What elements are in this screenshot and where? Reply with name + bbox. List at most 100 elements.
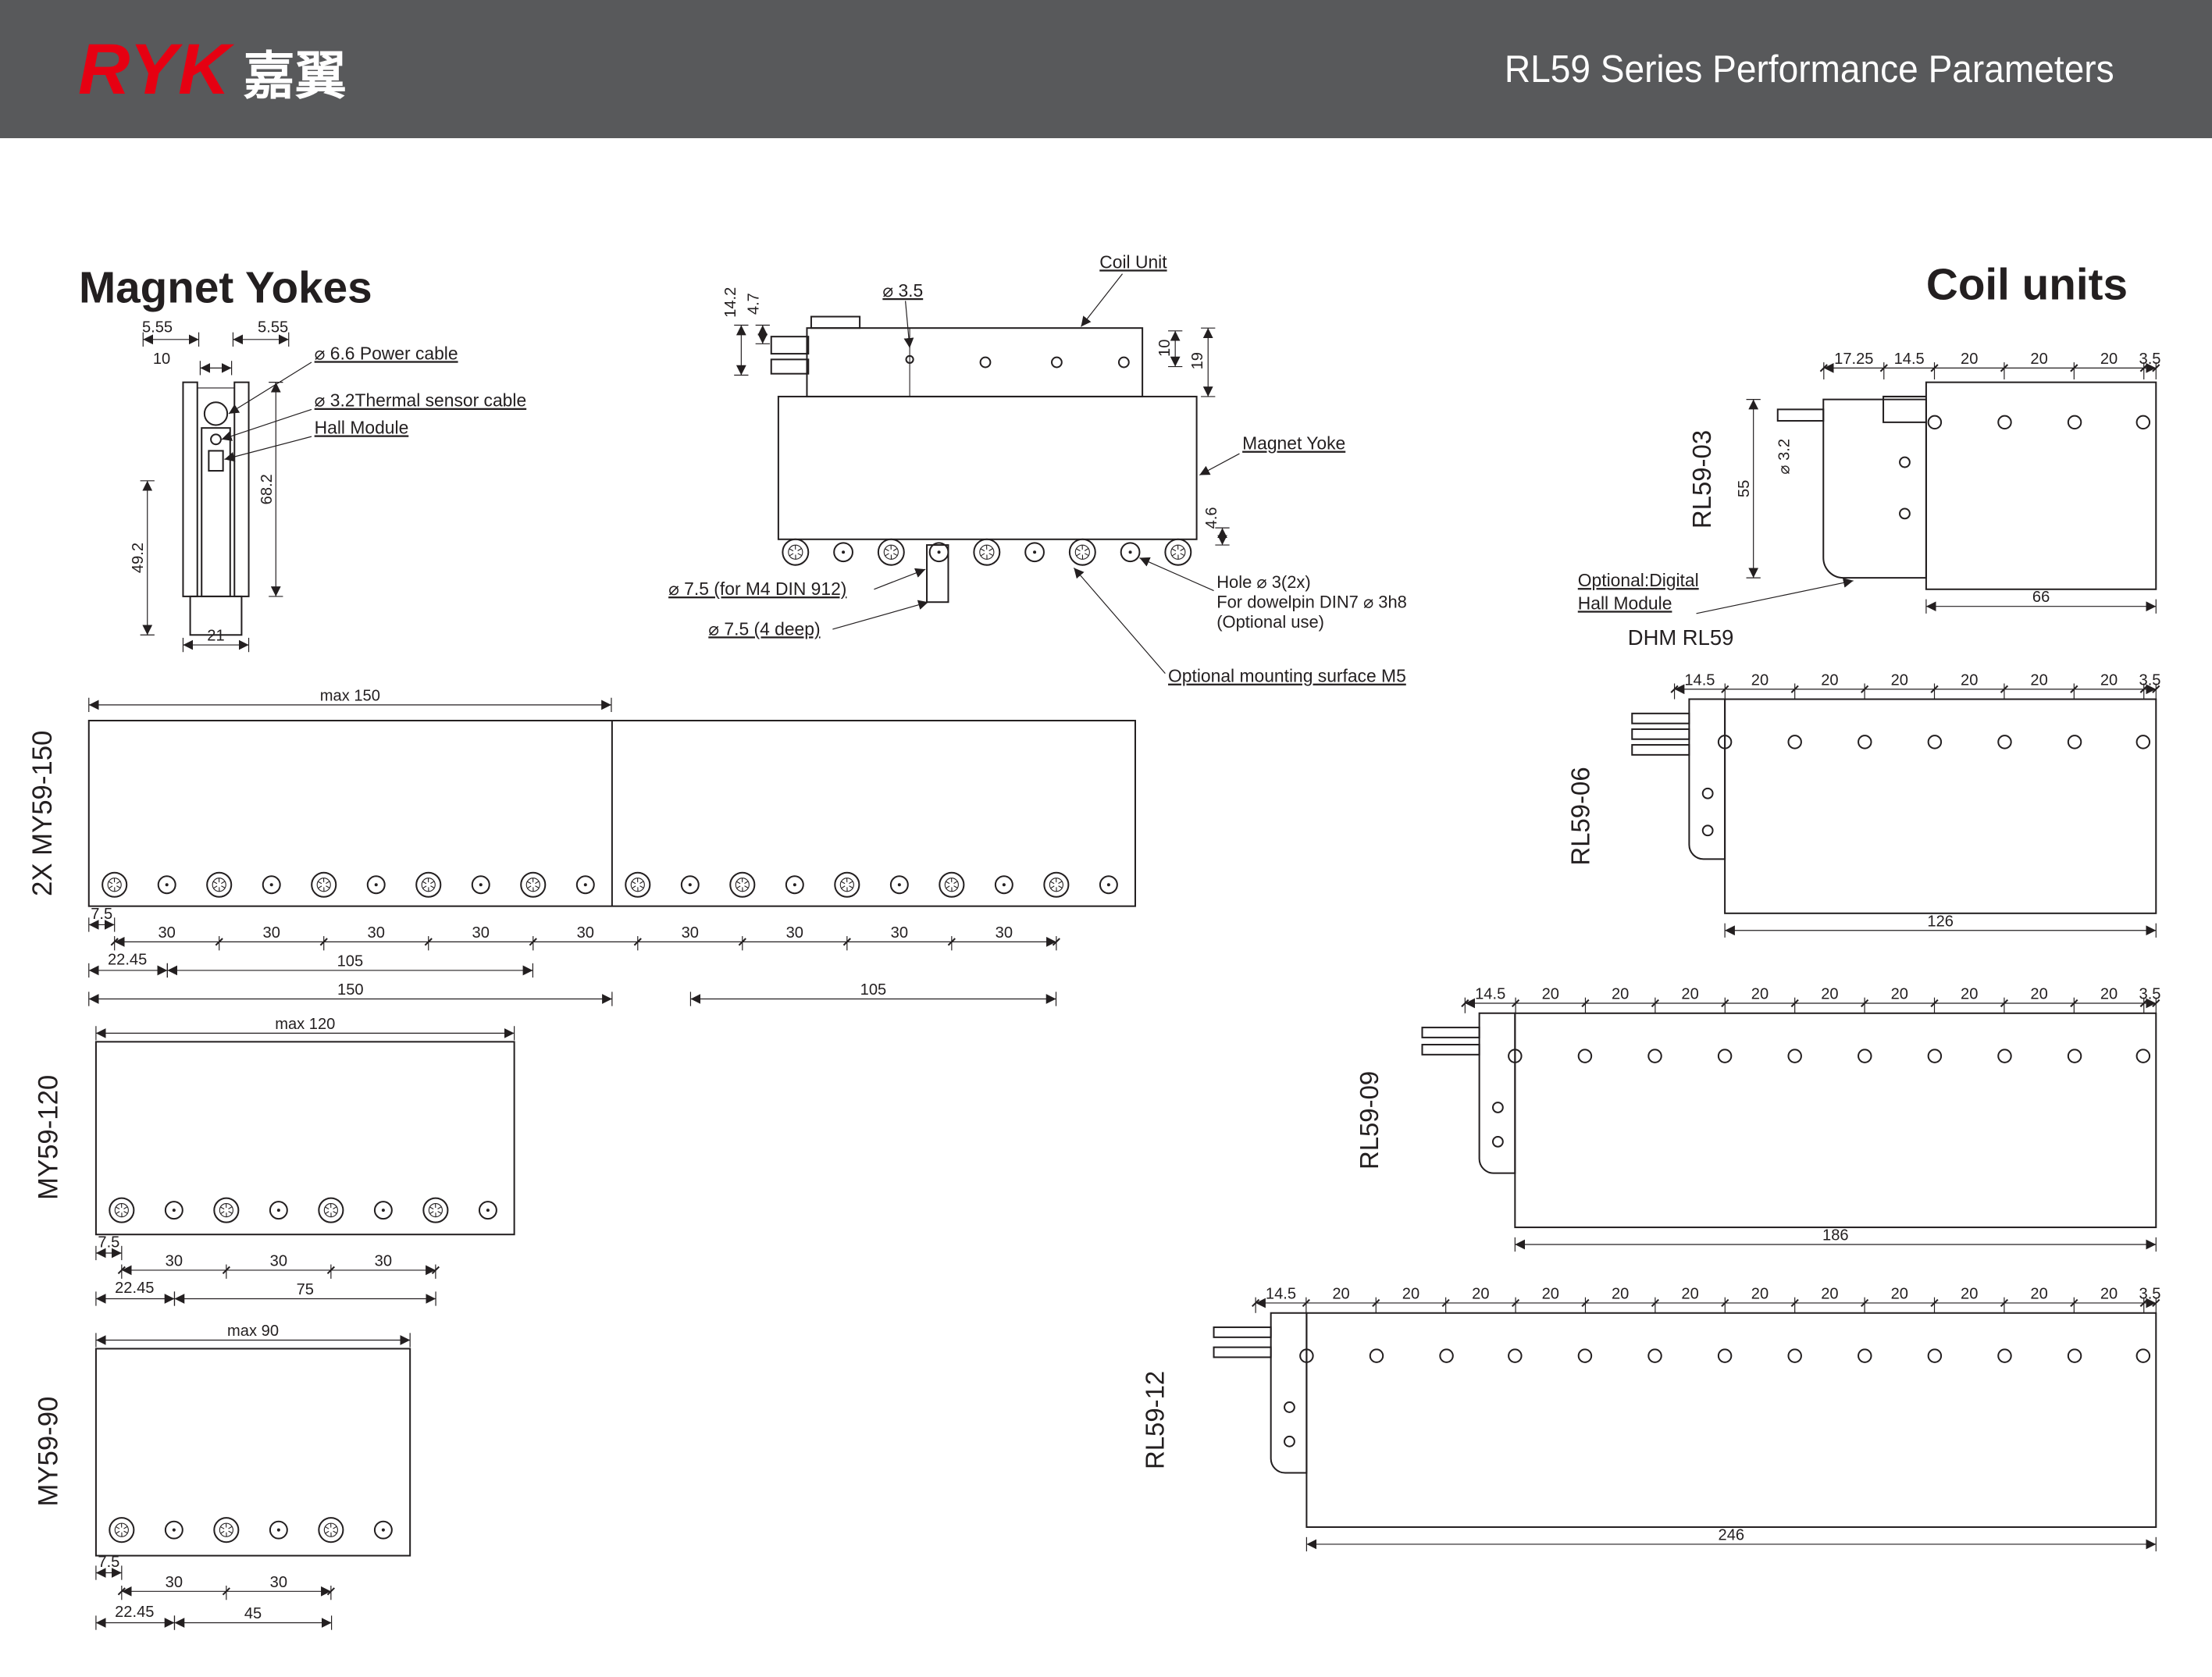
hole-icon: [2067, 735, 2082, 749]
hole-icon: [1927, 1348, 1943, 1363]
torx-lobe: [946, 885, 950, 889]
torx-lobe: [1050, 881, 1055, 885]
hole-icon: [1508, 1348, 1523, 1363]
coil-top-holes: [979, 356, 1130, 369]
dowel-hole-label-2: For dowelpin DIN7 ⌀ 3h8: [1216, 593, 1407, 612]
dim-label: 49.2: [130, 543, 147, 573]
dim-tick: [1581, 999, 1590, 1008]
dim-tick: [1930, 999, 1939, 1008]
hall-option-label-1: Optional:Digital: [1578, 570, 1699, 590]
dim-555-left: 5.55: [142, 319, 200, 347]
magnet-yoke-body: [777, 395, 1198, 540]
screw-hole-icon: [478, 1201, 497, 1220]
yoke-inner-stack: [201, 427, 231, 597]
dim-555-right: 5.55: [232, 319, 290, 347]
screw-hole-icon: [157, 875, 176, 895]
dim-105a: 105: [166, 952, 533, 978]
torx-screw-icon: [422, 1197, 449, 1223]
yoke-cross-section-view: 5.55 5.55 10 68.2 49.2 21 ⌀ 6.6 Power ca…: [130, 319, 526, 653]
torx-lobe: [228, 1206, 233, 1209]
dim-d32-label: ⌀ 3.2: [1776, 439, 1793, 475]
dim-492: 49.2: [130, 480, 155, 636]
dim-label: 20: [1961, 671, 1978, 689]
m4-hole-label: ⌀ 7.5 (for M4 DIN 912): [668, 579, 846, 599]
dim-tick: [2070, 685, 2078, 693]
screw-center: [1033, 550, 1037, 554]
hole-icon: [1927, 415, 1943, 430]
leader-line: [832, 600, 929, 630]
dim-label: 20: [1821, 986, 1838, 1003]
torx-lobe: [116, 881, 121, 885]
hole-icon: [1787, 1348, 1802, 1363]
torx-lobe: [326, 881, 330, 885]
torx-lobe: [333, 1530, 337, 1534]
dim-682: 68.2: [258, 382, 283, 597]
rl59-09-body: [1514, 1012, 2157, 1229]
torx-lobe: [744, 885, 749, 888]
dim-tick: [431, 1266, 440, 1275]
dim-tick: [842, 938, 851, 946]
leader-line: [224, 436, 312, 462]
screw-hole-icon: [575, 875, 595, 895]
hole-icon: [2135, 1348, 2151, 1363]
dim-label: 20: [2030, 351, 2047, 368]
torx-screw-icon: [520, 871, 547, 898]
dim-label: 4.6: [1203, 507, 1220, 529]
cable-stub: [1213, 1326, 1272, 1338]
screw-center: [269, 883, 273, 887]
hole-icon: [1439, 1348, 1454, 1363]
torx-lobe: [841, 881, 846, 885]
rl59-03-body: [1925, 381, 2157, 590]
power-cable-label: ⌀ 6.6 Power cable: [315, 343, 458, 363]
hole-icon: [1647, 1049, 1662, 1063]
dim-tick: [529, 938, 537, 946]
dim-tick: [1651, 1298, 1659, 1308]
dim-tick: [738, 938, 746, 946]
rl59-03-name: RL59-03: [1687, 430, 1716, 529]
cable-stub: [1776, 408, 1825, 422]
torx-lobe: [632, 881, 636, 885]
mounting-holes: [1927, 415, 2151, 430]
screw-hole-icon: [1099, 875, 1118, 895]
rl59-12-body: [1305, 1312, 2157, 1529]
torx-lobe: [980, 548, 985, 552]
torx-lobe: [116, 1206, 120, 1210]
screw-center: [937, 550, 941, 554]
leader-line: [221, 408, 312, 441]
torx-lobe: [333, 1526, 337, 1529]
dim-tick: [2152, 364, 2160, 372]
my59-150-name: 2X MY59-150: [28, 731, 58, 896]
dim-label: 20: [1751, 986, 1769, 1003]
dim-tick: [2139, 999, 2148, 1008]
dim-246: 246: [1305, 1526, 2157, 1552]
screw-center: [1106, 883, 1110, 887]
screw-center: [276, 1209, 280, 1212]
rl59-12-name: RL59-12: [1141, 1371, 1170, 1469]
screw-center: [897, 883, 901, 887]
torx-screw-icon: [415, 871, 442, 898]
dim-label: 20: [2030, 671, 2047, 689]
mounting-surface-label: Optional mounting surface M5: [1168, 666, 1406, 686]
dim-tick: [1511, 999, 1520, 1008]
torx-lobe: [116, 1211, 120, 1215]
my59-120-body: [94, 1041, 515, 1236]
torx-screw-icon: [1068, 538, 1096, 566]
hall-option-label-2: Hall Module: [1578, 593, 1672, 613]
dim-label: 22.45: [115, 1280, 154, 1297]
hole-icon: [1369, 1348, 1384, 1363]
hole-icon: [1284, 1401, 1295, 1413]
dim-label: 20: [1612, 986, 1629, 1003]
coil-units-title: Coil units: [1926, 261, 2128, 310]
dim-tick: [1721, 999, 1729, 1008]
dim-10: 10: [153, 351, 233, 376]
torx-screw-icon: [877, 538, 905, 566]
dim-label: 30: [270, 1252, 287, 1269]
brand-logo-cjk: 嘉翼: [243, 46, 347, 105]
screw-hole-icon: [785, 875, 804, 895]
torx-lobe: [325, 1206, 329, 1210]
dim-tick: [1581, 1298, 1590, 1308]
screw-center: [172, 1528, 176, 1532]
dim-label: 30: [166, 1574, 183, 1591]
